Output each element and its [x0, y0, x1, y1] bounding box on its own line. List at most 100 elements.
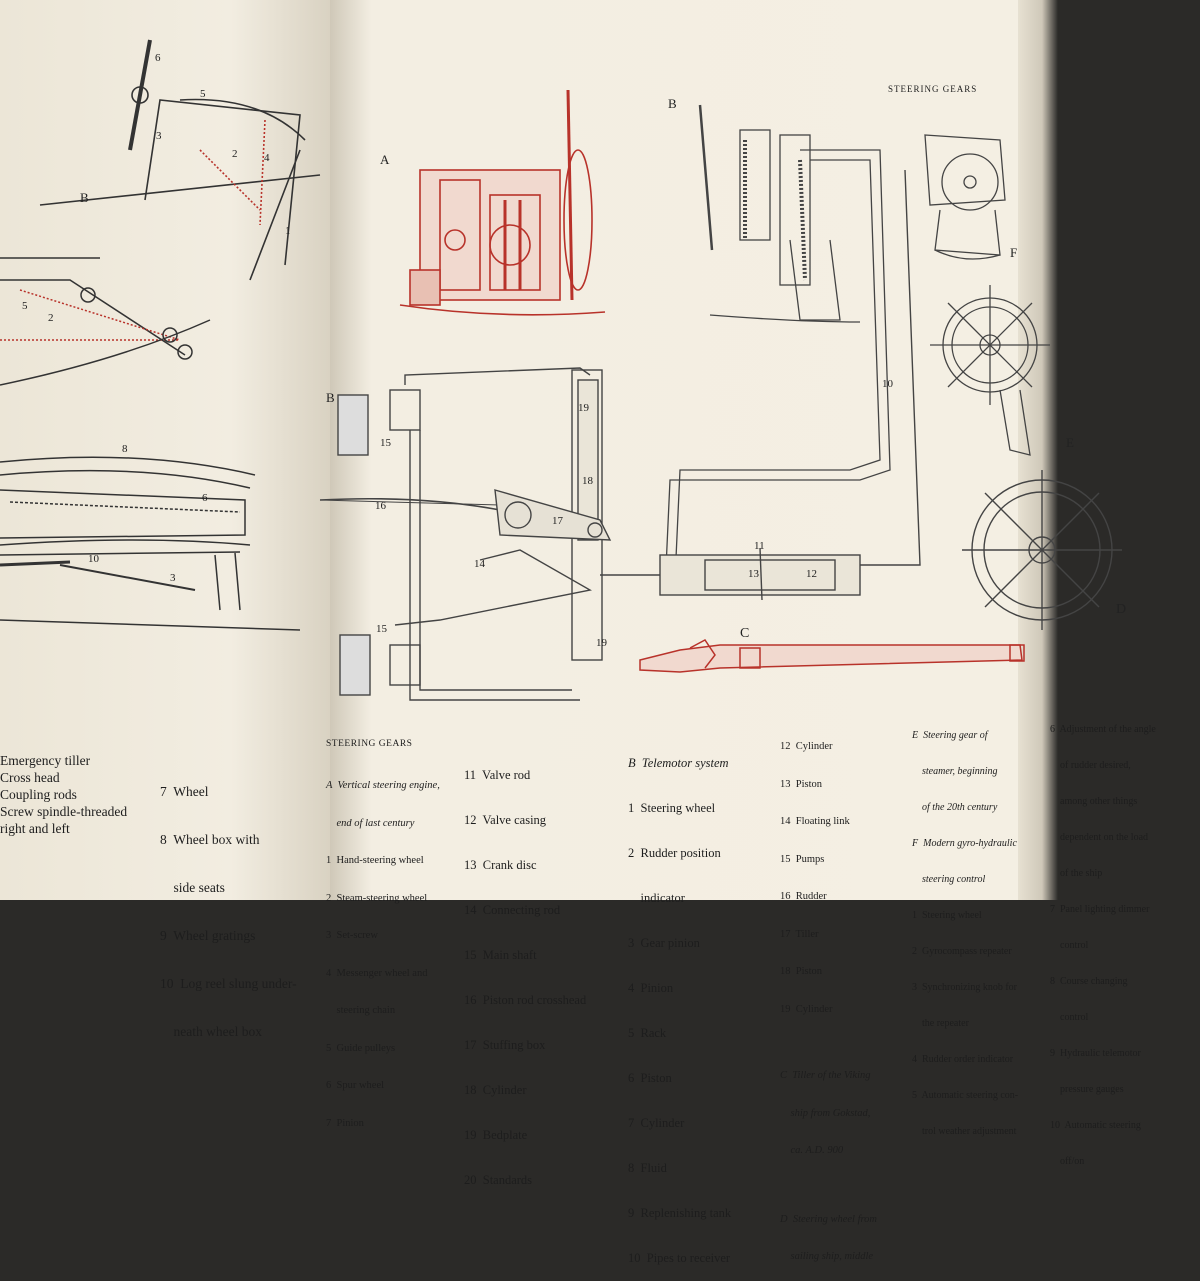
caption-a-column-2: 11 Valve rod 12 Valve casing 13 Crank di… — [464, 738, 586, 1203]
caption-line: 16 Rudder — [780, 891, 827, 902]
telemotor-wheel-stand — [664, 104, 891, 591]
caption-line: of the ship — [1050, 868, 1103, 879]
caption-b-column: B Telemotor system 1 Steering wheel 2 Ru… — [628, 726, 731, 1281]
caption-line: 11 Valve rod — [464, 768, 531, 782]
figure-letter-f: F — [1010, 245, 1018, 260]
caption-line: 1 Steering wheel — [628, 801, 716, 815]
diagram-number: 5 — [22, 300, 28, 312]
caption-line: 9 Hydraulic telemotor — [1050, 1048, 1141, 1059]
diagram-number: 13 — [748, 568, 759, 580]
caption-heading: B Telemotor system — [628, 756, 729, 770]
figure-letter-a: A — [380, 152, 390, 167]
wheel-stand-diagram — [39, 39, 321, 281]
chain-diagram — [0, 257, 211, 386]
caption-heading: of the 20th century — [912, 802, 998, 813]
caption-line: 16 Piston rod crosshead — [464, 993, 587, 1007]
right-page — [330, 0, 1020, 900]
left-caption-col1: Emergency tiller Cross head Coupling rod… — [0, 752, 127, 837]
diagram-number: 6 — [155, 52, 161, 64]
caption-line: of rudder desired, — [1050, 760, 1131, 771]
diagram-number: 19 — [596, 637, 607, 649]
figure-letter-b-schematic: B — [326, 390, 335, 405]
caption-line: 10 Pipes to receiver — [628, 1251, 731, 1265]
diagram-number: 11 — [754, 540, 765, 552]
gyro-hydraulic-control-illustration — [924, 134, 1006, 260]
figure-letter-d: D — [1116, 602, 1127, 617]
caption-line: 7 Cylinder — [628, 1116, 685, 1130]
caption-line: 6 Spur wheel — [326, 1080, 385, 1091]
diagram-number: 16 — [375, 500, 386, 512]
diagram-number: 3 — [170, 572, 176, 584]
caption-line: 3 Gear pinion — [628, 936, 700, 950]
caption-heading: end of last century — [326, 817, 415, 829]
caption-a-column: A Vertical steering engine, end of last … — [326, 755, 440, 1143]
caption-line: among other things — [1050, 796, 1138, 807]
diagram-number: 5 — [200, 88, 206, 100]
caption-line: 9 Wheel gratings — [160, 928, 256, 943]
caption-line: 2 Rudder position — [628, 846, 721, 860]
caption-line: 2 Gyrocompass repeater — [912, 946, 1012, 957]
caption-heading: steering control — [912, 874, 986, 885]
caption-line: 18 Piston — [780, 966, 823, 977]
caption-line: 19 Cylinder — [780, 1003, 833, 1015]
telemotor-schematic — [319, 169, 921, 701]
caption-line: 19 Bedplate — [464, 1128, 528, 1142]
diagram-number: 14 — [474, 558, 485, 570]
caption-line: 8 Course changing — [1050, 976, 1128, 987]
caption-line: 14 Connecting rod — [464, 903, 561, 917]
diagram-number: 8 — [122, 443, 128, 455]
steamer-wheel-illustration — [930, 285, 1050, 456]
caption-line: 15 Main shaft — [464, 948, 537, 962]
caption-line: indicator — [628, 891, 685, 905]
caption-line: Cross head — [0, 770, 60, 785]
caption-line: Emergency tiller — [0, 753, 91, 768]
caption-line: pressure gauges — [1050, 1084, 1124, 1095]
figure-letter-b: B — [80, 190, 89, 205]
caption-heading: C Tiller of the Viking — [780, 1070, 871, 1081]
caption-line: 7 Pinion — [326, 1117, 364, 1129]
caption-line: 7 Wheel — [160, 784, 209, 799]
caption-heading: A Vertical steering engine, — [326, 780, 440, 791]
caption-heading: ca. A.D. 900 — [780, 1145, 844, 1156]
caption-line: 12 Valve casing — [464, 813, 547, 827]
caption-line: 3 Synchronizing knob for — [912, 982, 1017, 993]
caption-heading: E Steering gear of — [912, 730, 988, 741]
left-page — [0, 0, 330, 900]
caption-line: 1 Steering wheel — [912, 910, 982, 921]
diagram-number: 6 — [202, 492, 208, 504]
caption-line: 6 Piston — [628, 1071, 672, 1085]
left-diagrams — [0, 39, 321, 631]
caption-line: 7 Panel lighting dimmer — [1050, 904, 1150, 915]
caption-line: steering chain — [326, 1005, 396, 1016]
diagram-number: 2 — [232, 148, 238, 160]
caption-heading: sailing ship, middle — [780, 1251, 874, 1262]
diagram-number: 19 — [578, 402, 589, 414]
caption-line: 15 Pumps — [780, 853, 825, 865]
diagram-number: 17 — [552, 515, 563, 527]
caption-line: 4 Pinion — [628, 981, 674, 995]
caption-line: 13 Piston — [780, 778, 823, 790]
caption-line: 5 Automatic steering con- — [912, 1090, 1019, 1101]
sailing-ship-wheel-illustration — [962, 470, 1122, 630]
caption-heading: steamer, beginning — [912, 766, 998, 777]
diagram-number: 1 — [285, 225, 291, 237]
caption-line: 5 Rack — [628, 1026, 667, 1040]
figure-letter-e: E — [1066, 435, 1074, 450]
caption-heading: ship from Gokstad, — [780, 1107, 871, 1119]
diagram-number: 3 — [156, 130, 162, 142]
caption-line: the repeater — [912, 1018, 969, 1029]
caption-line: 5 Guide pulleys — [326, 1042, 396, 1054]
caption-line: trol weather adjustment — [912, 1126, 1017, 1137]
caption-line: 18 Cylinder — [464, 1083, 527, 1097]
diagram-number: 15 — [380, 437, 391, 449]
wheel-box-diagram — [0, 456, 301, 631]
diagram-number: 2 — [48, 312, 54, 324]
caption-line: right and left — [0, 821, 70, 836]
viking-tiller-illustration — [639, 639, 1025, 673]
caption-line: 12 Cylinder — [780, 741, 833, 752]
caption-line: control — [1050, 940, 1089, 951]
diagram-number: 10 — [882, 378, 893, 390]
diagram-number: 15 — [376, 623, 387, 635]
running-head: STEERING GEARS — [888, 84, 978, 94]
caption-section-title: STEERING GEARS — [326, 739, 413, 749]
